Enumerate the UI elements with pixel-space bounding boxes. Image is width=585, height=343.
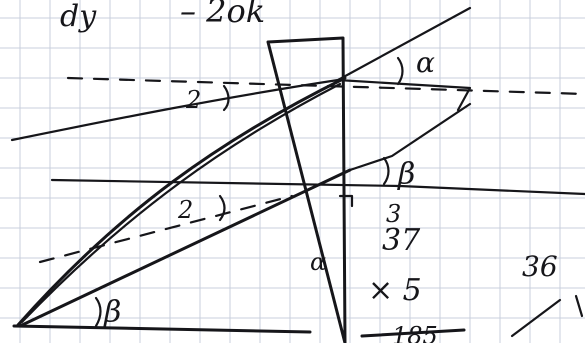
small-alpha-label: α	[310, 248, 326, 276]
dashed-reference-line	[66, 76, 585, 96]
two-alpha-label-upper: 2	[185, 86, 201, 114]
calc-line-4: 185	[392, 322, 438, 343]
beta-label-right: β	[397, 157, 415, 192]
upper-incident-ray	[10, 6, 472, 142]
middle-horizontal-line	[50, 178, 585, 196]
right-edge-mark	[574, 294, 584, 318]
base-line	[12, 324, 312, 334]
edge-number-label: 36	[522, 250, 558, 283]
beta-label-bottom: β	[103, 295, 121, 330]
lower-dashed-line	[38, 194, 294, 264]
calc-underline	[360, 328, 466, 338]
beta-arc-right	[382, 156, 390, 186]
ray-to-top-parallel	[20, 82, 342, 324]
right-slash-mark	[510, 298, 562, 338]
top-right-fragment-label: – 2ok	[180, 0, 265, 30]
alpha-arc-lower-mid	[218, 194, 226, 222]
top-left-fragment-label: dy	[60, 0, 97, 34]
ray-to-middle	[18, 168, 352, 328]
alpha-label-top-right: α	[416, 46, 435, 79]
prism-wedge	[266, 36, 347, 343]
ray-to-middle-extension	[348, 102, 472, 172]
right-angle-marker	[338, 194, 354, 208]
upper-refracted-ray	[336, 78, 472, 112]
two-alpha-label-mid: 2	[177, 196, 193, 224]
calc-line-2: 37	[382, 223, 421, 258]
alpha-arc-top	[396, 56, 404, 86]
alpha-arc-upper-mid	[222, 84, 230, 112]
calc-line-1: 3	[386, 200, 401, 228]
beta-arc-bottom	[94, 296, 102, 328]
calc-line-3: × 5	[368, 273, 422, 308]
